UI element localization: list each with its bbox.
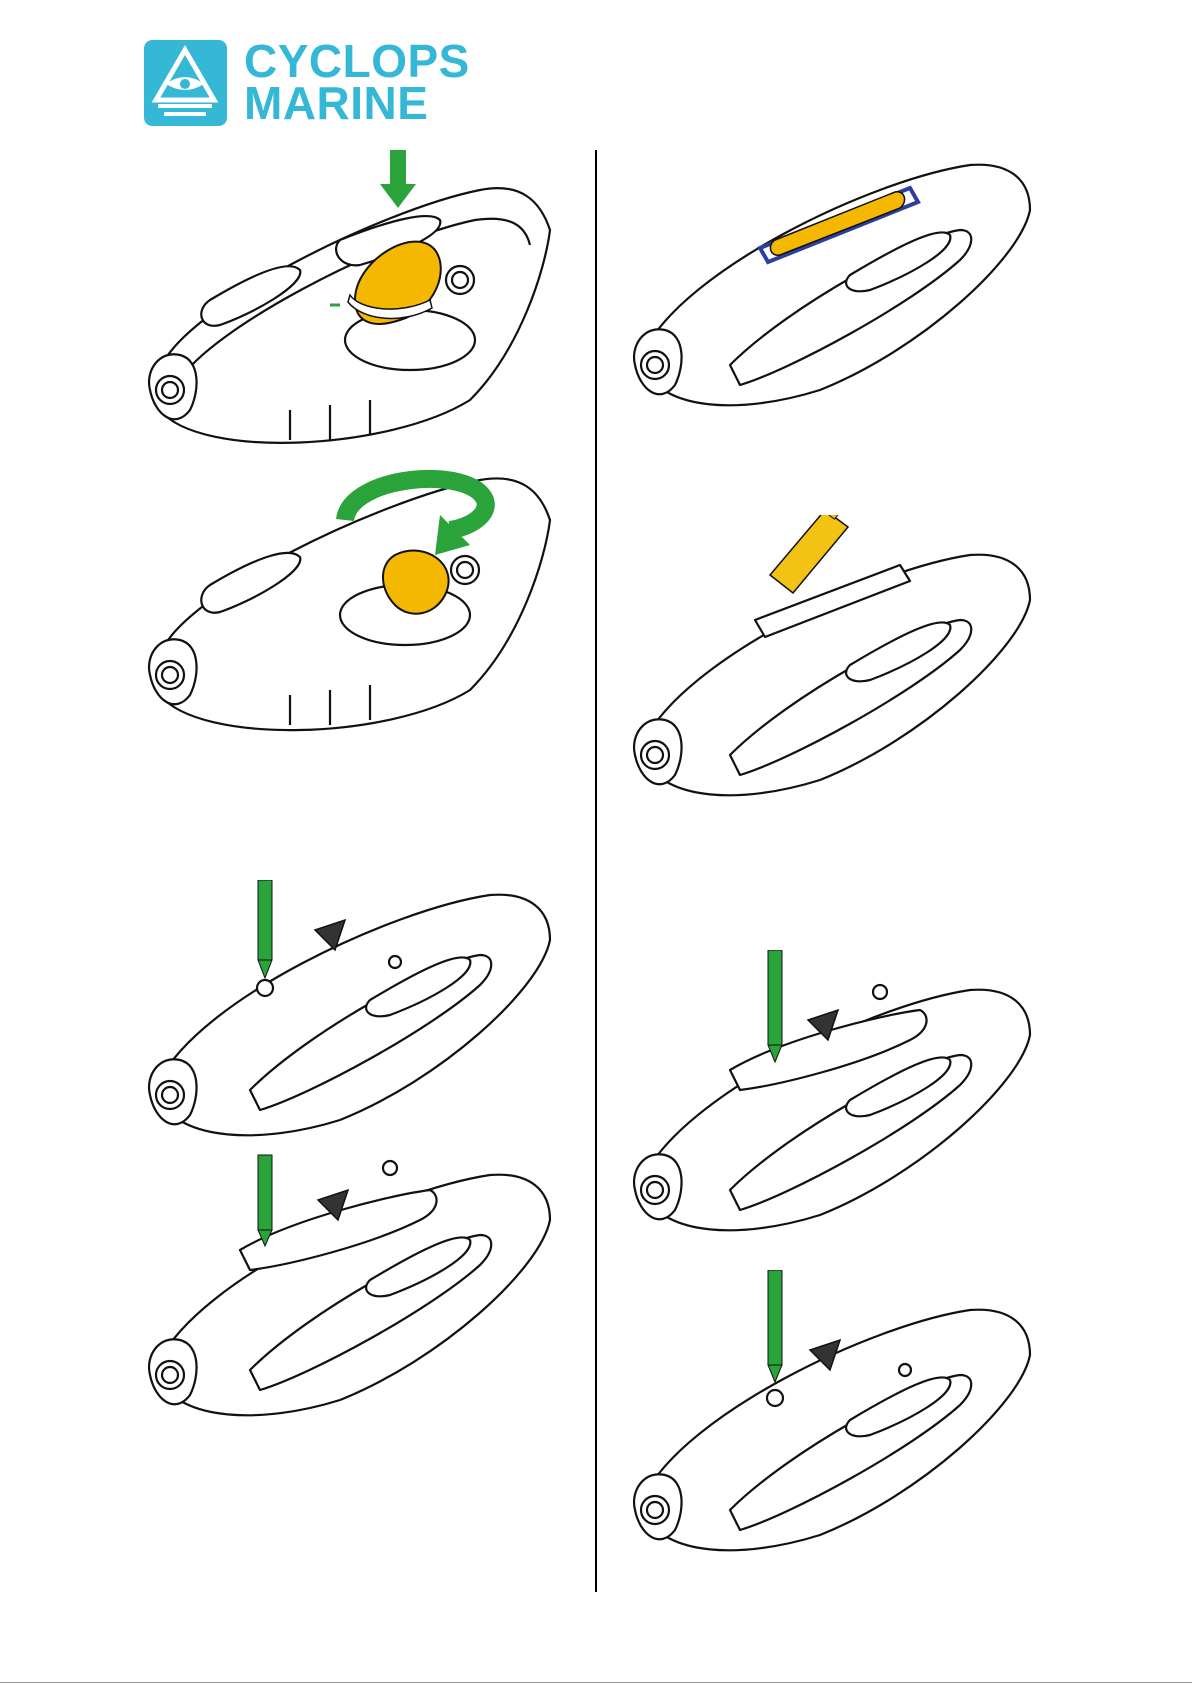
figure-step-6 xyxy=(630,515,1050,815)
page-bottom-rule xyxy=(0,1682,1192,1683)
brand-name-line1: CYCLOPS xyxy=(244,40,470,82)
brand-name-line2: MARINE xyxy=(244,82,470,124)
column-divider xyxy=(595,150,597,1592)
brand-wordmark: CYCLOPS MARINE xyxy=(244,40,470,124)
screwdriver-icon xyxy=(768,1270,782,1382)
figure-step-7 xyxy=(630,950,1050,1250)
insert-battery-illustration xyxy=(630,515,1050,815)
screwdriver-icon xyxy=(258,1155,272,1246)
rotate-cap-illustration xyxy=(140,455,580,745)
tighten-screw-illustration xyxy=(630,1270,1050,1570)
figure-step-4 xyxy=(140,1150,580,1430)
brand-logo: CYCLOPS MARINE xyxy=(144,40,444,126)
figure-step-3 xyxy=(140,880,580,1150)
open-tray-illustration xyxy=(630,150,1050,430)
coin-insert-arrow-icon xyxy=(380,150,416,208)
screwdriver-icon xyxy=(768,950,782,1062)
figure-step-2 xyxy=(140,455,580,745)
figure-step-8 xyxy=(630,1270,1050,1570)
screw-cover-illustration xyxy=(140,880,580,1150)
screwdriver-icon xyxy=(258,880,272,978)
figure-step-5 xyxy=(630,150,1050,430)
coin-insert-illustration xyxy=(140,150,580,460)
figure-step-1 xyxy=(140,150,580,460)
aa-battery-icon xyxy=(770,515,848,593)
cyclops-logo-icon xyxy=(144,40,227,126)
remove-cover-illustration xyxy=(140,1150,580,1430)
replace-cover-illustration xyxy=(630,950,1050,1250)
